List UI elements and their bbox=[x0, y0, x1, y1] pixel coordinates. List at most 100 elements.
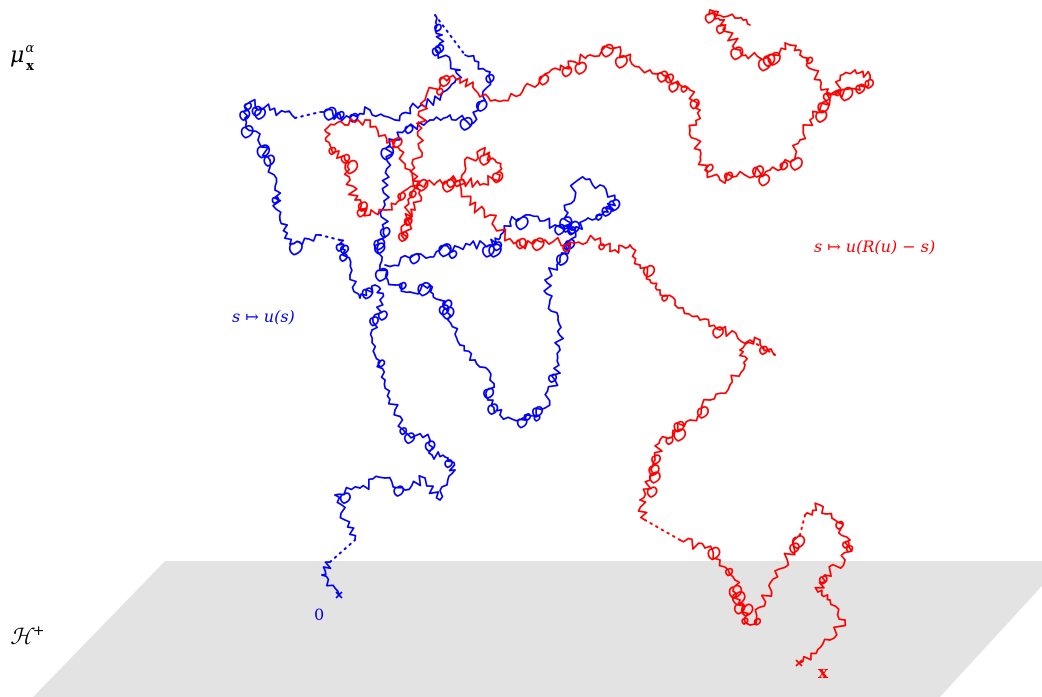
origin-label: 0 bbox=[314, 605, 324, 624]
reverse-segment bbox=[799, 119, 814, 141]
reverse-segment bbox=[798, 638, 831, 664]
forward-segment bbox=[349, 274, 361, 299]
forward-segment bbox=[431, 451, 449, 460]
forward-segment bbox=[339, 249, 353, 276]
forward-segment bbox=[319, 234, 341, 241]
forward-segment bbox=[487, 399, 503, 416]
reverse-segment bbox=[799, 54, 821, 81]
forward-segment bbox=[431, 34, 445, 57]
forward-segment bbox=[548, 349, 561, 384]
reverse-segment bbox=[799, 514, 806, 536]
reverse-path bbox=[324, 9, 875, 664]
reverse-segment bbox=[491, 159, 504, 184]
reverse-segment bbox=[459, 177, 481, 188]
reverse-segment bbox=[699, 318, 724, 339]
reverse-segment bbox=[589, 43, 616, 58]
forward-segment bbox=[409, 282, 432, 297]
forward-segment bbox=[393, 409, 408, 436]
reverse-segment bbox=[400, 99, 429, 241]
reverse-segment bbox=[639, 479, 658, 501]
forward-segment bbox=[523, 406, 546, 422]
halfspace-plane bbox=[33, 561, 1042, 697]
forward-segment bbox=[321, 574, 340, 596]
forward-segment bbox=[384, 254, 411, 268]
forward-segment bbox=[384, 476, 406, 497]
reverse-segment bbox=[674, 304, 701, 321]
reverse-segment bbox=[369, 208, 386, 216]
reverse-segment bbox=[715, 19, 729, 35]
reverse-segment bbox=[398, 149, 411, 171]
reverse-segment bbox=[854, 69, 871, 79]
forward-segment bbox=[329, 539, 356, 563]
reverse-segment bbox=[354, 198, 371, 218]
forward-segment bbox=[374, 284, 385, 301]
reverse-segment bbox=[364, 119, 386, 138]
forward-segment bbox=[424, 477, 441, 501]
forward-segment bbox=[279, 219, 293, 245]
forward-segment bbox=[544, 261, 561, 281]
reverse-segment bbox=[503, 234, 527, 250]
forward-segment bbox=[388, 129, 406, 146]
forward-segment bbox=[559, 209, 581, 236]
forward-segment bbox=[335, 239, 350, 255]
forward-path-label: s ↦ u(s) bbox=[232, 307, 295, 326]
halfspace-label: ℋ+ bbox=[10, 623, 44, 650]
reverse-segment bbox=[629, 244, 641, 266]
reverse-segment bbox=[734, 16, 751, 26]
forward-segment bbox=[556, 247, 571, 267]
reverse-segment bbox=[438, 74, 461, 88]
reverse-segment bbox=[688, 89, 701, 111]
reverse-segment bbox=[463, 149, 481, 166]
endpoint-label: x bbox=[818, 663, 829, 683]
forward-segment bbox=[599, 184, 616, 201]
reverse-segment bbox=[809, 99, 831, 124]
reverse-segment bbox=[397, 184, 421, 202]
reverse-segment bbox=[829, 86, 861, 102]
forward-segment bbox=[404, 119, 431, 135]
forward-segment bbox=[438, 242, 471, 260]
reverse-segment bbox=[519, 237, 546, 252]
forward-segment bbox=[483, 379, 496, 401]
reverse-segment bbox=[709, 384, 731, 401]
reverse-segment bbox=[345, 179, 359, 201]
reverse-segment bbox=[519, 79, 541, 96]
forward-segment bbox=[587, 210, 609, 221]
reverse-segment bbox=[704, 9, 721, 24]
forward-segment bbox=[369, 299, 388, 331]
reverse-segment bbox=[479, 146, 496, 166]
reverse-segment bbox=[648, 459, 661, 484]
forward-segment bbox=[394, 107, 412, 122]
forward-segment bbox=[294, 111, 321, 119]
reverse-segment bbox=[709, 9, 736, 19]
forward-path bbox=[239, 14, 621, 596]
forward-segment bbox=[447, 319, 461, 346]
reverse-segment bbox=[651, 439, 663, 465]
forward-segment bbox=[481, 71, 495, 101]
reverse-segment bbox=[629, 59, 651, 74]
reverse-segment bbox=[789, 44, 802, 56]
reverse-segment bbox=[697, 149, 714, 173]
reverse-segment bbox=[649, 279, 661, 291]
forward-segment bbox=[601, 198, 621, 217]
reverse-segment bbox=[834, 519, 851, 541]
reverse-segment bbox=[344, 117, 366, 126]
forward-segment bbox=[544, 379, 559, 409]
reverse-segment bbox=[689, 398, 711, 422]
reverse-segment bbox=[814, 574, 828, 593]
forward-segment bbox=[319, 106, 351, 122]
reverse-segment bbox=[727, 31, 744, 61]
reverse-segment bbox=[804, 502, 821, 516]
reverse-segment bbox=[494, 92, 521, 103]
forward-segment bbox=[434, 14, 443, 36]
forward-segment bbox=[474, 359, 492, 381]
reverse-segment bbox=[459, 77, 476, 91]
reverse-segment bbox=[829, 599, 846, 621]
forward-segment bbox=[437, 51, 461, 71]
reverse-segment bbox=[328, 144, 351, 164]
reverse-segment bbox=[559, 60, 576, 78]
reverse-segment bbox=[819, 504, 836, 521]
reverse-segment bbox=[439, 175, 461, 193]
reverse-segment bbox=[424, 79, 444, 101]
reverse-segment bbox=[824, 559, 846, 578]
